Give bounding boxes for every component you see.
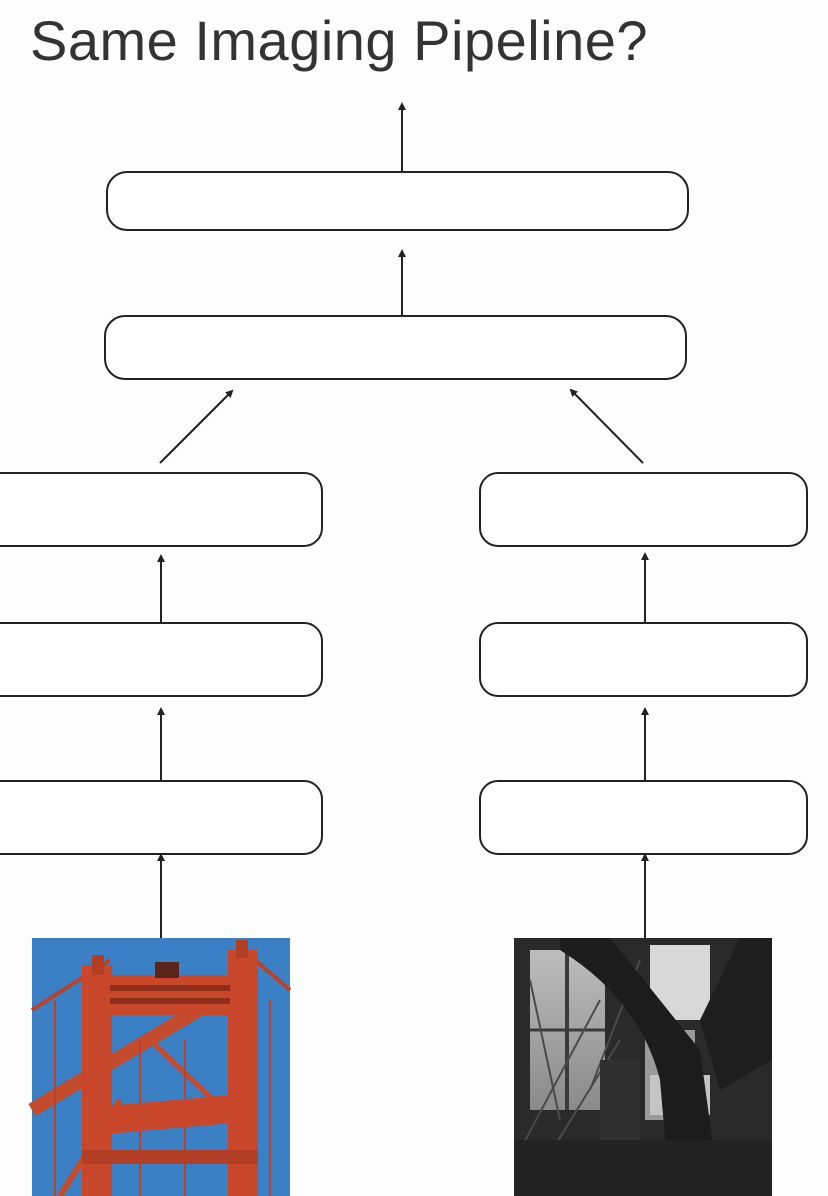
bridge-image <box>28 938 292 1196</box>
page-title: Same Imaging Pipeline? <box>30 9 649 72</box>
stage-merged-bottom <box>104 315 687 380</box>
stage-right-2 <box>479 622 808 697</box>
arrow-right-to-merged <box>569 388 644 464</box>
stage-merged-top <box>106 171 689 231</box>
stage-left-3 <box>0 472 323 547</box>
stage-right-3 <box>479 472 808 547</box>
arrow-left-to-merged <box>159 389 234 464</box>
tree-image <box>514 938 772 1196</box>
stage-left-1 <box>0 780 323 855</box>
stage-left-2 <box>0 622 323 697</box>
stage-right-1 <box>479 780 808 855</box>
